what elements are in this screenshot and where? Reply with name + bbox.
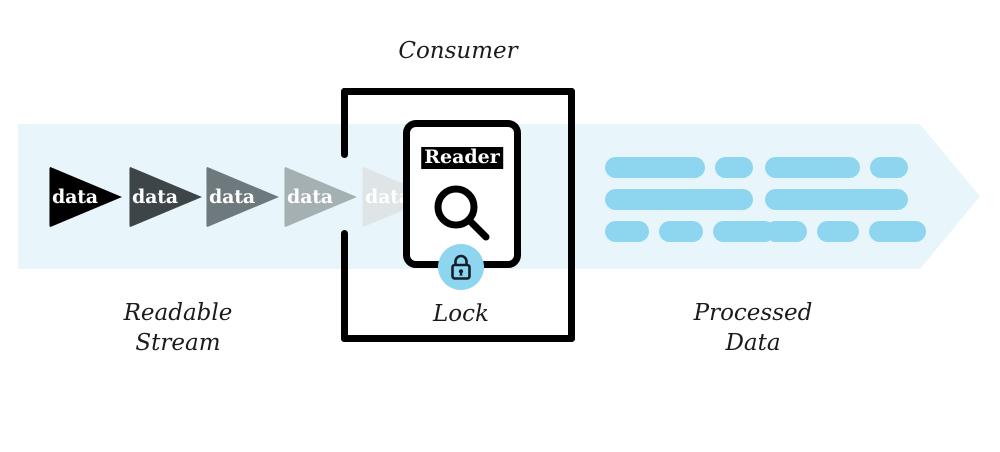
consumer-border-bottom: [341, 335, 575, 342]
processed-bar-group: [605, 157, 775, 253]
consumer-border-right: [568, 88, 575, 342]
lock-chip: [438, 244, 484, 290]
reader-card: Reader: [403, 120, 521, 268]
processed-bar: [659, 221, 703, 242]
processed-bar: [715, 157, 753, 178]
processed-bar-row: [605, 189, 775, 210]
lock-icon: [451, 254, 471, 280]
processed-bar: [605, 189, 753, 210]
processed-bar: [869, 221, 926, 242]
consumer-border-left-upper: [341, 88, 348, 158]
lock-label: Lock: [433, 301, 489, 327]
data-token-label: data: [209, 186, 255, 208]
data-token-label: data: [365, 186, 411, 208]
processed-bar-row: [605, 157, 775, 178]
processed-data-caption: Processed Data: [653, 298, 853, 359]
data-token: data: [128, 164, 202, 230]
consumer-title: Consumer: [398, 38, 518, 64]
processed-bar: [765, 157, 860, 178]
data-token-label: data: [287, 186, 333, 208]
processed-bar: [605, 221, 649, 242]
data-token: data: [205, 164, 279, 230]
data-token-label: data: [52, 186, 98, 208]
processed-bar: [713, 221, 775, 242]
readable-stream-caption-line2: Stream: [135, 330, 221, 357]
processed-bar-row: [765, 157, 926, 178]
data-token: data: [283, 164, 357, 230]
processed-bar: [817, 221, 859, 242]
processed-bar-row: [605, 221, 775, 242]
processed-bar-row: [765, 221, 926, 242]
consumer-border-left-lower: [341, 230, 348, 342]
processed-bar: [605, 157, 705, 178]
data-token-label: data: [132, 186, 178, 208]
processed-bar: [870, 157, 908, 178]
reader-badge-label: Reader: [421, 147, 503, 170]
processed-data-caption-line1: Processed: [693, 300, 813, 326]
processed-bar: [765, 221, 807, 242]
readable-stream-caption: Readable Stream: [78, 298, 278, 359]
readable-stream-caption-line1: Readable: [123, 300, 233, 326]
processed-bar-row: [765, 189, 926, 210]
processed-bar: [765, 189, 908, 210]
processed-data-caption-line2: Data: [725, 330, 781, 357]
consumer-boundary: Consumer: [341, 38, 575, 342]
consumer-border-top: [341, 88, 575, 95]
magnifier-icon: [431, 182, 493, 249]
processed-bar-group: [765, 157, 926, 253]
data-token: data: [48, 164, 122, 230]
